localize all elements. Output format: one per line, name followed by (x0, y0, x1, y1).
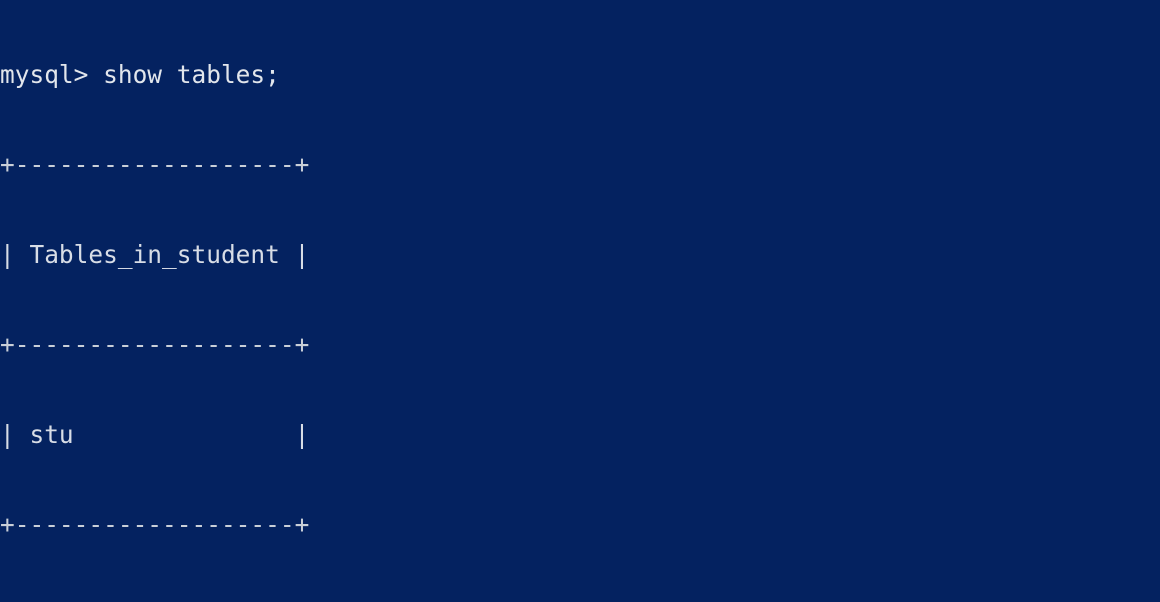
terminal-line: +-------------------+ (0, 150, 310, 179)
terminal-line: +-------------------+ (0, 510, 310, 539)
terminal-line: | stu | (0, 420, 310, 449)
terminal-line: +-------------------+ (0, 330, 310, 359)
terminal-line: | Tables_in_student | (0, 240, 310, 269)
terminal-line: mysql> show tables; (0, 60, 280, 89)
terminal-line: 1 row in set (0.00 sec) (0, 600, 1160, 602)
